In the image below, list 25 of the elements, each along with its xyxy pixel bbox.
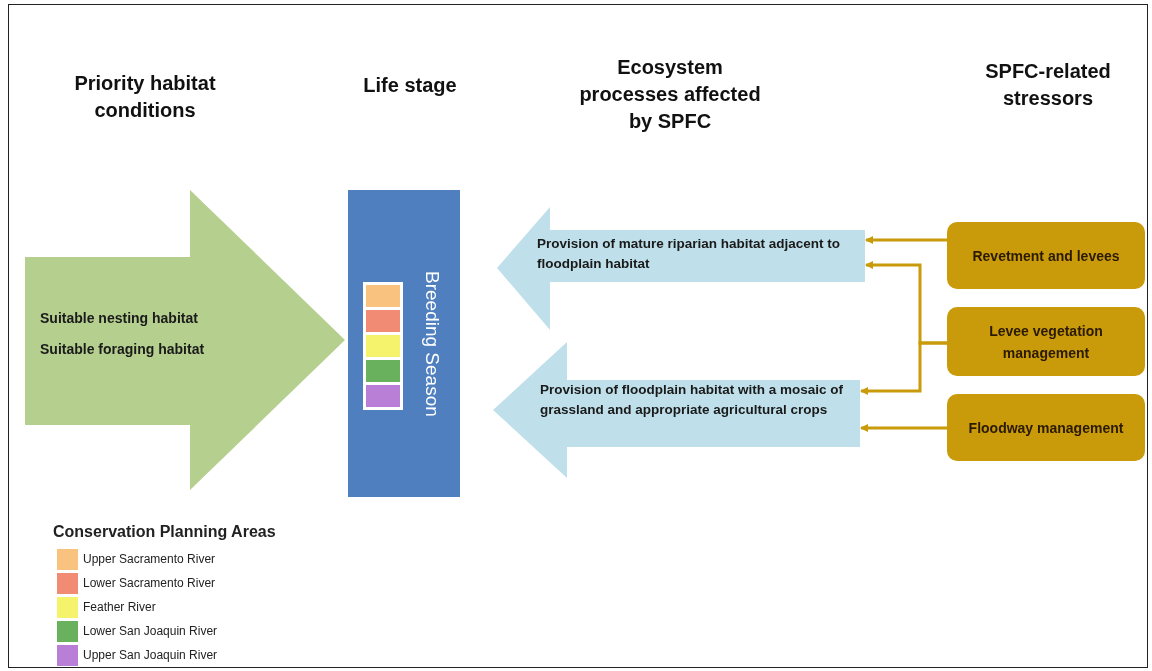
node-text: Provision of floodplain habitat with a mosaic of grassland and appropriate agricultural crops — [540, 381, 845, 419]
legend-label: Lower Sacramento River — [83, 575, 216, 592]
legend-label: Upper San Joaquin River — [83, 647, 218, 664]
node-text: Suitable nesting habitat — [40, 309, 199, 328]
node-text: Suitable foraging habitat — [40, 340, 205, 359]
connector-arrow — [860, 341, 947, 395]
column-heading: Life stage — [362, 73, 458, 98]
node-text: Breeding Season — [421, 270, 445, 417]
connector-arrow — [865, 236, 947, 244]
node-text: Revetment and levees — [972, 246, 1120, 266]
legend-label: Upper Sacramento River — [83, 551, 216, 568]
stressor-box — [947, 222, 1145, 289]
stressor-box — [947, 307, 1145, 376]
legend-label: Feather River — [83, 599, 156, 616]
connector-arrow — [860, 424, 947, 432]
stressor-box — [947, 394, 1145, 461]
legend-label: Lower San Joaquin River — [83, 623, 218, 640]
column-heading: SPFC-related stressors — [984, 59, 1112, 111]
legend-title: Conservation Planning Areas — [53, 522, 276, 542]
node-text: Floodway management — [968, 418, 1124, 438]
column-heading: Ecosystem processes affected by SPFC — [578, 55, 762, 134]
life-stage-bar — [348, 190, 460, 497]
node-text: Levee vegetation management — [988, 321, 1104, 363]
column-heading: Priority habitat conditions — [73, 71, 217, 123]
node-text: Provision of mature riparian habitat adjacent to floodplain habitat — [537, 235, 842, 273]
